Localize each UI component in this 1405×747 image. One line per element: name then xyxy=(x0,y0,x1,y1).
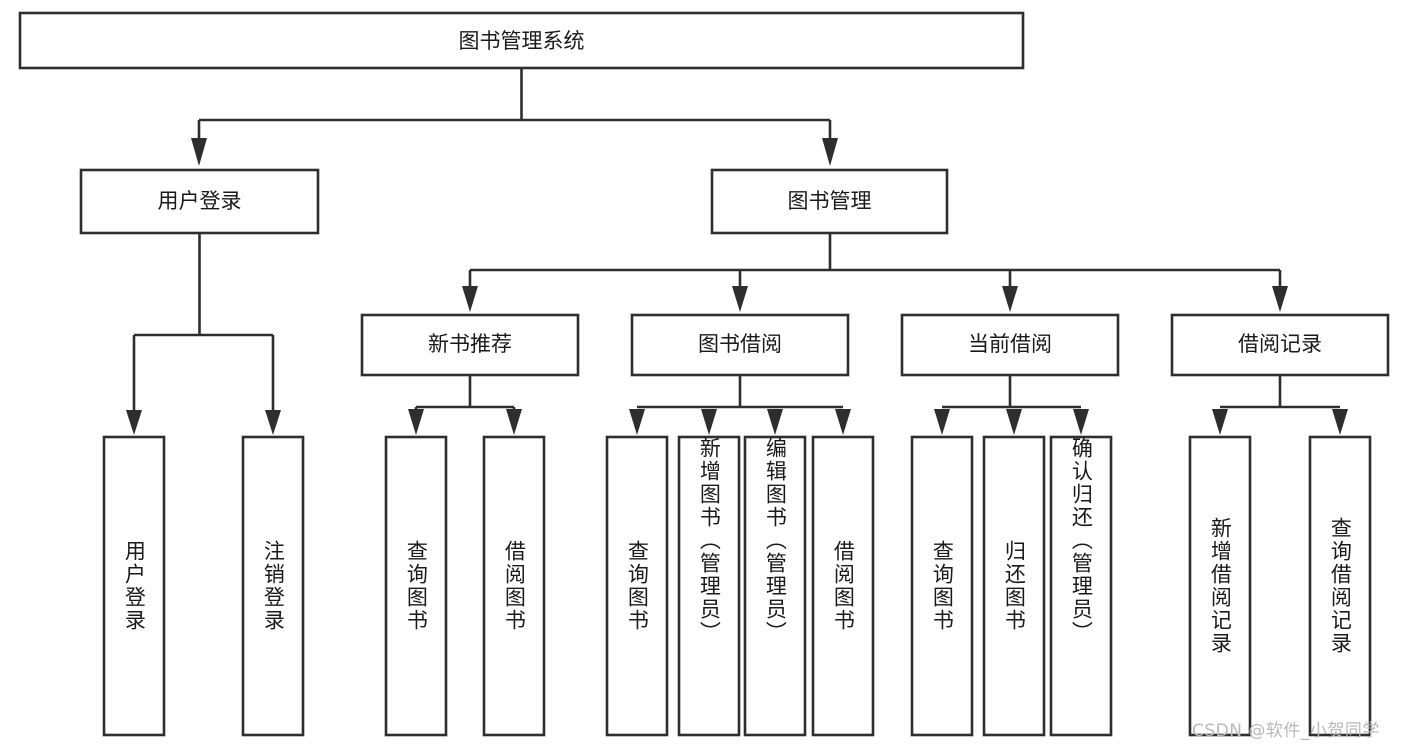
node-book-borrow-label: 图书借阅 xyxy=(698,332,782,356)
connector-group-userlogin-to-leaves xyxy=(126,233,281,435)
node-user-login-box[interactable] xyxy=(79,168,320,235)
node-root[interactable]: 图书管理系统 xyxy=(18,11,1025,70)
arrowhead-cb-return-book xyxy=(1006,409,1022,435)
arrowhead-nb-borrow-book xyxy=(506,409,522,435)
node-book-management-label: 图书管理 xyxy=(788,189,872,213)
arrowhead-current-borrow xyxy=(1002,286,1018,312)
leaf-box-br-add-record[interactable] xyxy=(1188,435,1252,737)
arrowhead-bb-query-book xyxy=(629,409,645,435)
arrowhead-nb-query-book xyxy=(408,409,424,435)
node-borrow-record-label: 借阅记录 xyxy=(1238,332,1322,356)
node-new-book-recommend-box[interactable] xyxy=(360,313,580,377)
leaf-box-bb-add-book[interactable] xyxy=(677,435,741,737)
connector-group-currentborrow-to-leaves xyxy=(934,375,1089,435)
node-current-borrow[interactable]: 当前借阅 xyxy=(900,313,1120,377)
arrowhead-leaf-user-login xyxy=(126,410,142,435)
leaf-box-cb-return-book[interactable] xyxy=(982,435,1046,737)
leaf-box-logout[interactable] xyxy=(241,435,305,737)
node-current-borrow-box[interactable] xyxy=(900,313,1120,377)
arrowhead-br-add-record xyxy=(1212,409,1228,435)
node-borrow-record-box[interactable] xyxy=(1170,313,1390,377)
node-root-box[interactable] xyxy=(18,11,1025,70)
leaf-box-user-login[interactable] xyxy=(102,435,166,737)
node-book-management-box[interactable] xyxy=(710,168,949,235)
arrowhead-book-borrow xyxy=(732,286,748,312)
arrowhead-cb-query-book xyxy=(934,409,950,435)
leaf-box-nb-borrow-book[interactable] xyxy=(482,435,546,737)
connector-group-borrowrecord-to-leaves xyxy=(1212,375,1348,435)
connector-group-root-to-level2 xyxy=(191,68,838,166)
node-user-login[interactable]: 用户登录 xyxy=(79,168,320,235)
leaf-box-cb-query-book[interactable] xyxy=(910,435,974,737)
node-new-book-recommend-label: 新书推荐 xyxy=(428,332,512,356)
node-borrow-record[interactable]: 借阅记录 xyxy=(1170,313,1390,377)
node-book-borrow[interactable]: 图书借阅 xyxy=(630,313,850,377)
node-current-borrow-label: 当前借阅 xyxy=(968,332,1052,356)
leaf-box-bb-edit-book[interactable] xyxy=(743,435,807,737)
node-root-label: 图书管理系统 xyxy=(459,29,585,53)
arrowhead-user-login xyxy=(191,138,207,166)
leaf-box-bb-query-book[interactable] xyxy=(605,435,669,737)
node-user-login-label: 用户登录 xyxy=(158,189,242,213)
connector-group-newbook-to-leaves xyxy=(408,375,522,435)
arrowhead-book-manage xyxy=(822,138,838,166)
node-new-book-recommend[interactable]: 新书推荐 xyxy=(360,313,580,377)
leaf-box-nb-query-book[interactable] xyxy=(384,435,448,737)
arrowhead-bb-edit-book xyxy=(767,409,783,435)
arrowhead-new-book xyxy=(462,286,478,312)
connector-group-bookborrow-to-leaves xyxy=(629,375,851,435)
arrowhead-br-query-record xyxy=(1332,409,1348,435)
arrowhead-leaf-logout xyxy=(265,410,281,435)
leaf-box-cb-confirm-return[interactable] xyxy=(1049,435,1113,737)
arrowhead-borrow-record xyxy=(1272,286,1288,312)
csdn-watermark: CSDN @软件_小贺同学 xyxy=(1192,721,1380,741)
arrowhead-bb-add-book xyxy=(701,409,717,435)
arrowhead-cb-confirm-return xyxy=(1073,409,1089,435)
node-book-borrow-box[interactable] xyxy=(630,313,850,377)
leaf-box-bb-borrow-book[interactable] xyxy=(811,435,875,737)
arrowhead-bb-borrow-book xyxy=(835,409,851,435)
connector-group-bookmanage-to-level3 xyxy=(462,233,1288,312)
leaf-box-br-query-record[interactable] xyxy=(1308,435,1372,737)
node-book-management[interactable]: 图书管理 xyxy=(710,168,949,235)
